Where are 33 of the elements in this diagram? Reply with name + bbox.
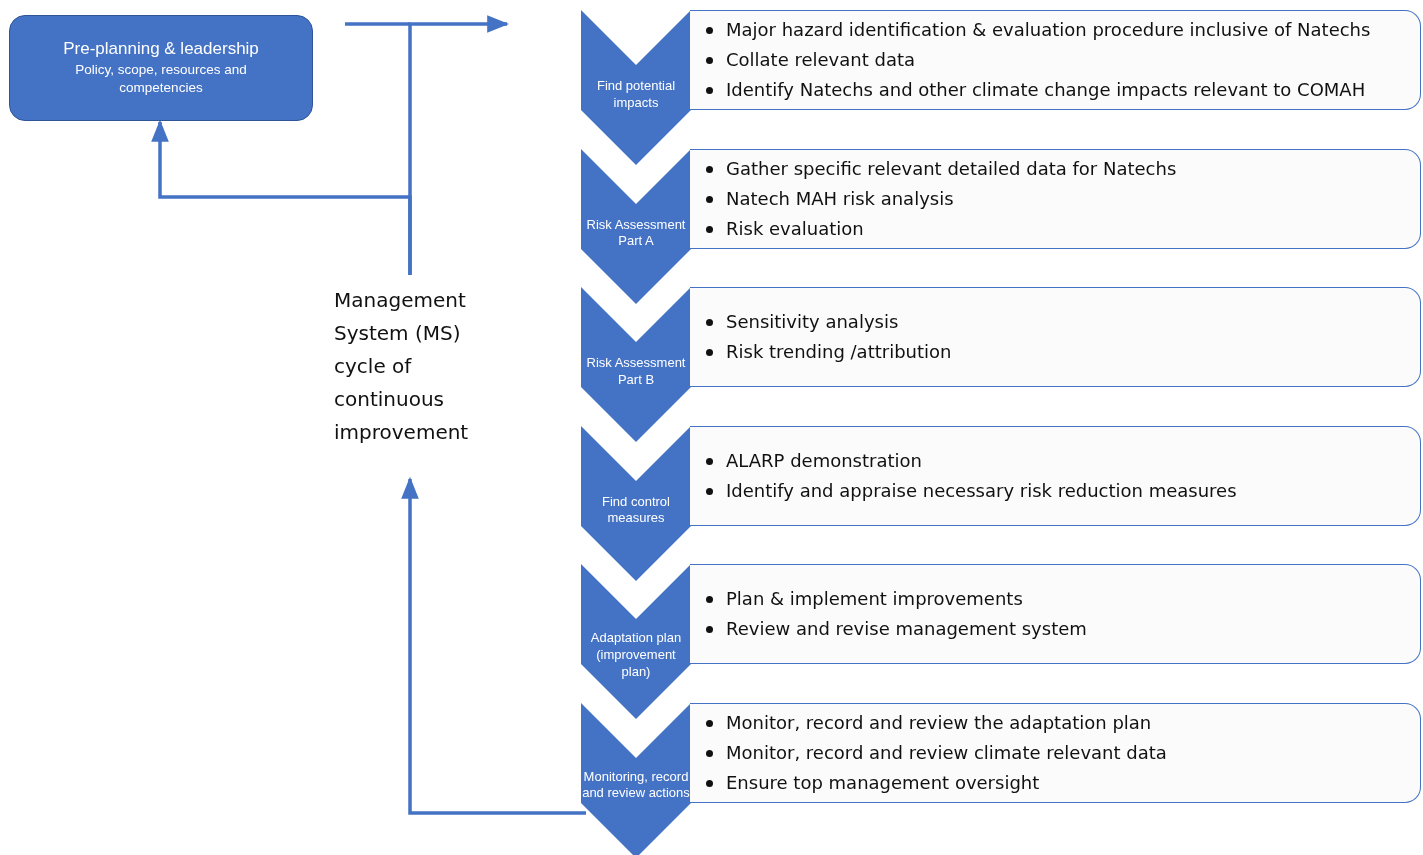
step-label: Find potential impacts	[595, 78, 677, 112]
step-label: Risk Assessment Part A	[585, 216, 687, 251]
cycle-label: Management System (MS) cycle of continuous improvement	[334, 284, 494, 449]
step-label: Adaptation plan (improvement plan)	[589, 630, 683, 681]
bullet-item: Ensure top management oversight	[704, 767, 1040, 798]
bullet-panel	[690, 10, 1421, 110]
bullet-item: Monitor, record and review climate relevant data	[704, 737, 1167, 768]
bullet-item: Review and revise management system	[704, 614, 1087, 644]
step-label: Find control measures	[601, 493, 671, 528]
bullet-panel	[690, 425, 1421, 526]
bullet-panel	[690, 287, 1421, 387]
arrow	[408, 15, 510, 275]
bullet-item: Risk trending /attribution	[704, 337, 952, 367]
bullet-item: Plan & implement improvements	[704, 584, 1023, 614]
bullet-panel	[690, 702, 1421, 803]
bullet-item: Major hazard identification & evaluation procedure inclusive of Natechs	[704, 15, 1371, 45]
bullet-item: ALARP demonstration	[704, 445, 922, 476]
process-box	[9, 15, 313, 121]
arrow	[401, 476, 586, 815]
bullet-item: Gather specific relevant detailed data for Natechs	[704, 153, 1177, 184]
box-title: Pre-planning & leadership	[62, 38, 260, 59]
bullet-item: Collate relevant data	[704, 45, 916, 75]
bullet-item: Risk evaluation	[704, 213, 864, 244]
bullet-item: Identify and appraise necessary risk reduction measures	[704, 475, 1237, 506]
bullet-item: Natech MAH risk analysis	[704, 183, 954, 214]
step-label: Monitoring, record and review actions	[581, 768, 691, 803]
bullet-item: Sensitivity analysis	[704, 307, 899, 337]
bullet-panel	[690, 148, 1421, 249]
step-label: Risk Assessment Part B	[585, 355, 687, 389]
box-subtitle: Policy, scope, resources and competencies	[74, 60, 248, 97]
bullet-item: Monitor, record and review the adaptation plan	[704, 707, 1152, 738]
bullet-item: Identify Natechs and other climate change impacts relevant to COMAH	[704, 75, 1366, 105]
bullet-panel	[690, 564, 1421, 664]
